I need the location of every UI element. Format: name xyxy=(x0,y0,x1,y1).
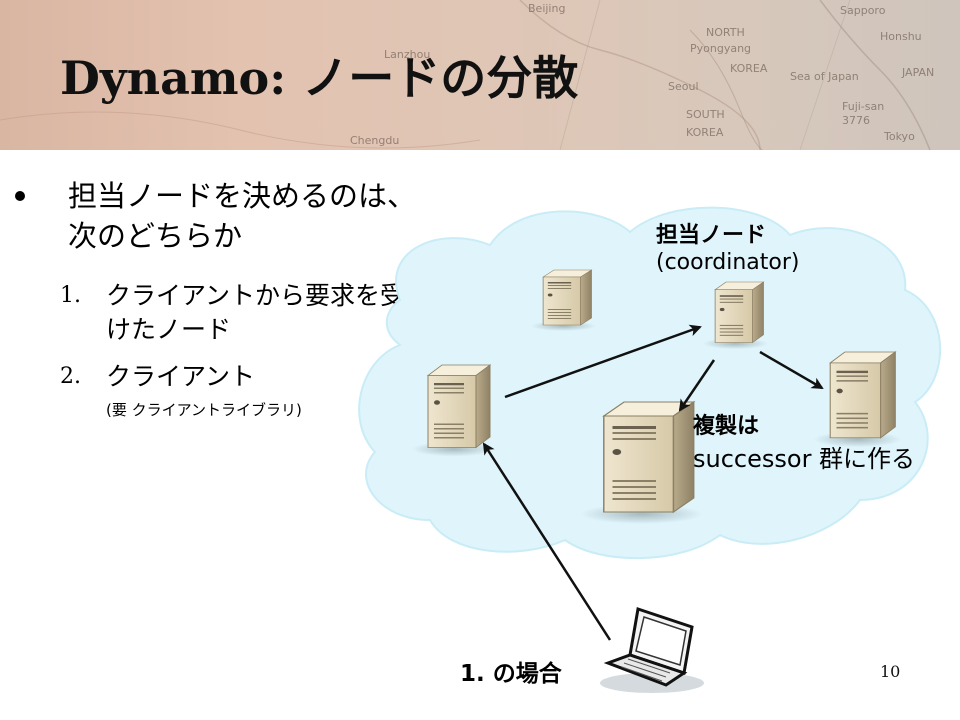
map-label: Seoul xyxy=(668,80,699,93)
map-label: Sapporo xyxy=(840,4,886,17)
map-label: JAPAN xyxy=(902,66,935,79)
client-request-arrow xyxy=(482,442,612,641)
map-background xyxy=(0,0,931,150)
item-number: 1. xyxy=(60,283,81,308)
item-number: 2. xyxy=(60,364,81,389)
map-label: Beijing xyxy=(528,2,566,15)
case-label: 1. の場合 xyxy=(460,661,562,687)
map-label: Sea of Japan xyxy=(790,70,859,83)
map-label: KOREA xyxy=(686,126,724,139)
item-note: (要 クライアントライブラリ) xyxy=(106,401,302,419)
title-banner: Beijing NORTH Pyongyang KOREA Seoul SOUT… xyxy=(0,0,960,150)
coordinator-label: 担当ノード xyxy=(656,223,767,248)
map-label: NORTH xyxy=(706,26,745,39)
map-label: Chengdu xyxy=(350,134,400,147)
bullet-dot-icon xyxy=(15,191,25,201)
page-number: 10 xyxy=(880,662,901,681)
slide-title: Dynamo: ノードの分散 xyxy=(60,51,579,105)
item-text: クライアント xyxy=(106,362,256,391)
laptop-icon xyxy=(600,607,704,693)
cloud-shape xyxy=(358,206,942,560)
map-label: Pyongyang xyxy=(690,42,752,55)
map-label: 3776 xyxy=(842,114,870,127)
request-forward-arrow xyxy=(504,324,702,399)
map-label: Lanzhou xyxy=(384,48,431,61)
replicate-label: 複製は xyxy=(693,414,760,439)
replicate-sublabel: successor 群に作る xyxy=(693,445,916,473)
bullet-main-text: 担当ノードを決めるのは、次のどちらか xyxy=(68,179,417,253)
map-label: SOUTH xyxy=(686,108,725,121)
map-label: Honshu xyxy=(880,30,922,43)
map-label: KOREA xyxy=(730,62,768,75)
replicate-arrow xyxy=(759,350,824,390)
replicate-arrow xyxy=(678,359,716,412)
item-text: クライアントから要求を受けたノード xyxy=(106,281,406,344)
coordinator-sublabel: (coordinator) xyxy=(656,250,800,275)
map-label: Tokyo xyxy=(884,130,915,143)
map-label: Fuji-san xyxy=(842,100,885,113)
